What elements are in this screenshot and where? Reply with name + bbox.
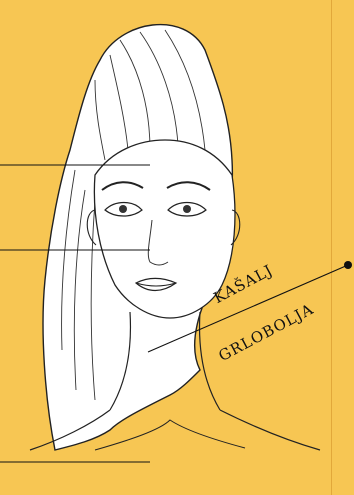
pointer-dot <box>344 261 352 269</box>
